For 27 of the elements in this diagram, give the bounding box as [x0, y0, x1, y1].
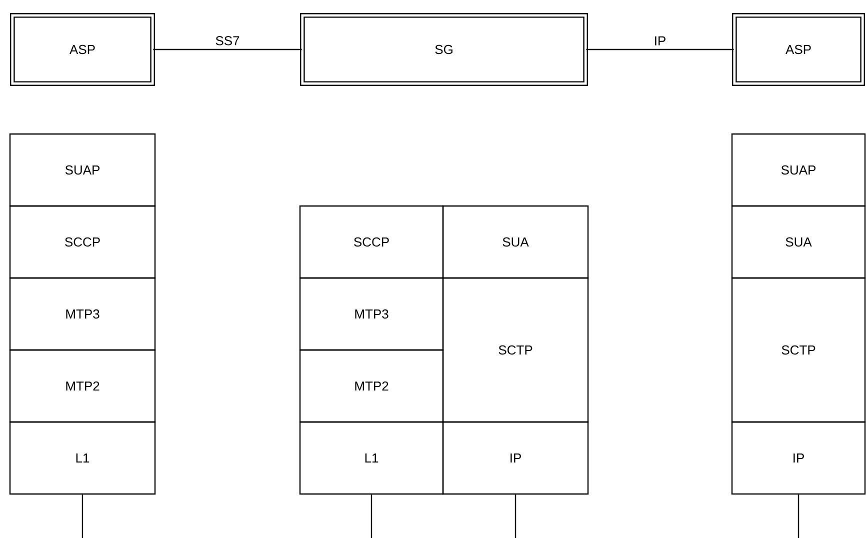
protocol-layer-box: IP [731, 421, 866, 495]
protocol-layer-box: SUAP [731, 133, 866, 207]
connector-line [82, 494, 84, 538]
connector-line [514, 494, 516, 538]
protocol-layer-box: SCTP [731, 277, 866, 423]
connector-line [586, 48, 734, 50]
protocol-layer-box: L1 [299, 421, 444, 495]
double-bordered-box: SG [300, 13, 588, 86]
protocol-layer-box: SCCP [299, 205, 444, 279]
edge-label: IP [655, 36, 666, 46]
edge-label: SS7 [216, 36, 240, 46]
double-bordered-box: ASP [732, 13, 865, 86]
protocol-layer-box: SCTP [442, 277, 589, 423]
protocol-layer-box: SUAP [9, 133, 156, 207]
protocol-layer-box: MTP3 [299, 277, 444, 351]
protocol-layer-box: MTP2 [9, 349, 156, 423]
connector-line [798, 494, 800, 538]
connector-line [370, 494, 372, 538]
double-bordered-box: ASP [10, 13, 155, 86]
protocol-layer-box: MTP2 [299, 349, 444, 423]
protocol-layer-box: IP [442, 421, 589, 495]
protocol-layer-box: SUA [442, 205, 589, 279]
protocol-layer-box: L1 [9, 421, 156, 495]
protocol-layer-box: SUA [731, 205, 866, 279]
protocol-layer-box: SCCP [9, 205, 156, 279]
connector-line [153, 48, 302, 50]
protocol-layer-box: MTP3 [9, 277, 156, 351]
